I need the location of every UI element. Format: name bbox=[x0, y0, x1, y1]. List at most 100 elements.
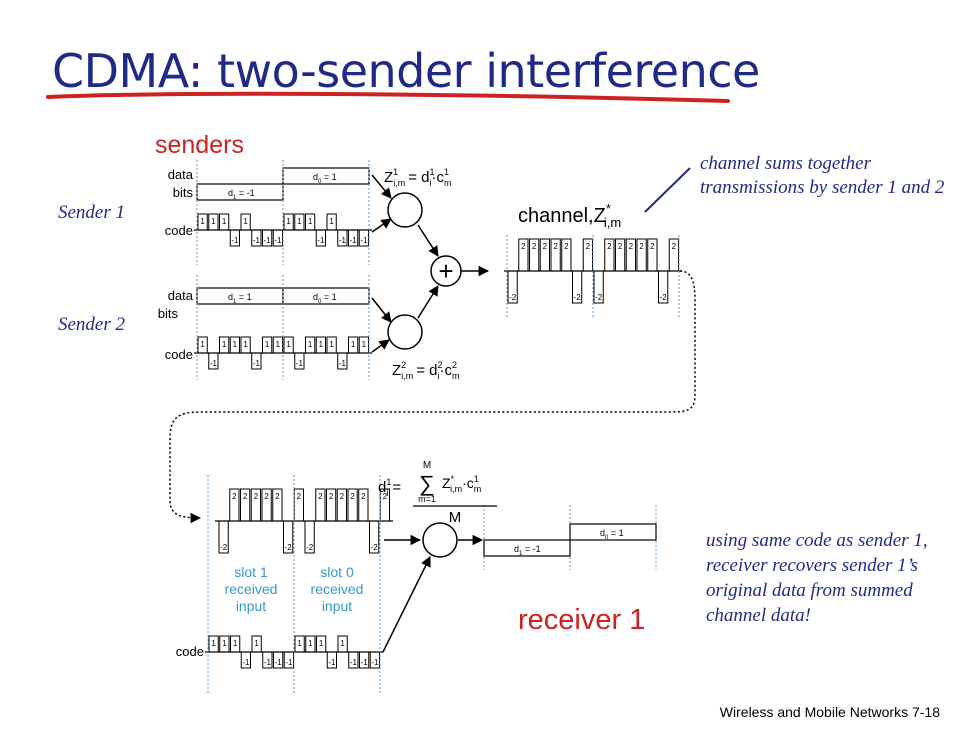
sender2-data-label: data bbox=[168, 288, 194, 303]
receiver-input-chip-label-0: -2 bbox=[220, 543, 228, 552]
receiver-code-chip-label-7: -1 bbox=[285, 658, 293, 667]
slide-title: CDMA: two-sender interference bbox=[52, 44, 760, 98]
sender2-code-chip-label-5: -1 bbox=[253, 359, 261, 368]
arrows bbox=[371, 174, 490, 653]
sender2-code-chip-label-13: -1 bbox=[339, 359, 347, 368]
receiver-code-chip-label-6: -1 bbox=[275, 658, 283, 667]
receiver-code-chip-label-12: 1 bbox=[340, 639, 345, 648]
channel-chip-label-12: 2 bbox=[639, 242, 644, 251]
sender1-code-chip-label-3: -1 bbox=[231, 236, 239, 245]
sender2-bits-label: bits bbox=[158, 306, 179, 321]
receiver-code-chip-label-14: -1 bbox=[361, 658, 369, 667]
channel-chip-label-6: -2 bbox=[574, 293, 582, 302]
receiver-bit-slot1 bbox=[483, 539, 571, 557]
receiver-bit-slot0 bbox=[569, 523, 657, 541]
receiver-note: using same code as sender 1, receiver re… bbox=[706, 530, 928, 626]
receiver-header: receiver 1 bbox=[518, 604, 645, 636]
receiver-input-chip-label-6: -2 bbox=[285, 543, 293, 552]
channel-chip-label-1: 2 bbox=[521, 242, 526, 251]
sender2-code-chip-label-1: -1 bbox=[210, 359, 218, 368]
sender2-code-chip-label-8: 1 bbox=[286, 340, 291, 349]
sender2-code-chip-label-2: 1 bbox=[222, 340, 227, 349]
slot1-label-2: received bbox=[225, 581, 278, 597]
channel-chip-label-11: 2 bbox=[629, 242, 634, 251]
sender2-code-label: code bbox=[165, 347, 193, 362]
receiver-code-chip-label-13: -1 bbox=[350, 658, 358, 667]
arrow-s1code-mult bbox=[371, 218, 392, 233]
sender1-code-chip-label-1: 1 bbox=[211, 217, 216, 226]
channel-note-pointer bbox=[644, 167, 691, 213]
sender2-code-chip-label-11: 1 bbox=[319, 340, 324, 349]
receiver-code-label: code bbox=[176, 644, 204, 659]
channel-to-receiver-path bbox=[169, 270, 696, 524]
sender1-code-chip-label-6: -1 bbox=[264, 236, 272, 245]
multiplier-circle-receiver bbox=[422, 522, 458, 558]
receiver-sum-top: M bbox=[423, 460, 431, 471]
senders-header: senders bbox=[155, 131, 244, 159]
sender2-code-chip-label-14: 1 bbox=[351, 340, 356, 349]
slot0-label-2: received bbox=[311, 581, 364, 597]
receiver-input-chip-label-10: 2 bbox=[329, 492, 334, 501]
sender1-bits-label: bits bbox=[173, 185, 194, 200]
sender2-code-chip-label-6: 1 bbox=[265, 340, 270, 349]
slot-separators bbox=[196, 160, 680, 695]
arrow-s2code-mult bbox=[371, 339, 390, 353]
channel-chip-label-13: 2 bbox=[650, 242, 655, 251]
receiver-output-bits: d1 = -1 d0 = 1 bbox=[483, 523, 657, 557]
channel-chip-label-4: 2 bbox=[553, 242, 558, 251]
slot1-label-3: input bbox=[236, 598, 266, 614]
receiver-input-chip-label-12: 2 bbox=[350, 492, 355, 501]
channel-note: channel sums together transmissions by s… bbox=[700, 153, 945, 198]
receiver-code-chip-label-8: 1 bbox=[297, 639, 302, 648]
sender1-code-chip-label-2: 1 bbox=[222, 217, 227, 226]
receiver-slot-labels: slot 1 received input slot 0 received in… bbox=[225, 564, 364, 614]
receiver-code-chip-label-2: 1 bbox=[233, 639, 238, 648]
receiver-input-chip-label-15: 2 bbox=[383, 492, 388, 501]
plus-symbol: + bbox=[438, 256, 453, 286]
receiver-input-chip-label-2: 2 bbox=[243, 492, 248, 501]
sender1-code-chip-label-4: 1 bbox=[243, 217, 248, 226]
receiver-input-chip-label-3: 2 bbox=[254, 492, 259, 501]
sender1-code-chip-label-0: 1 bbox=[200, 217, 205, 226]
sender1-code-chip-label-10: 1 bbox=[308, 217, 313, 226]
arrow-s1mult-add bbox=[417, 224, 439, 257]
sender2-code-chip-label-15: 1 bbox=[362, 340, 367, 349]
sender1-code-chip-label-8: 1 bbox=[286, 217, 291, 226]
sender2-code-chip-label-9: -1 bbox=[296, 359, 304, 368]
receiver-sum-symbol: ∑ bbox=[419, 471, 435, 496]
sender1-label: Sender 1 bbox=[58, 202, 126, 223]
receiver-input-chip-label-4: 2 bbox=[264, 492, 269, 501]
channel-chip-label-8: -2 bbox=[595, 293, 603, 302]
sender1-bits: d1 = -1 d0 = 1 bbox=[196, 167, 370, 201]
receiver-sum-bottom: m=1 bbox=[418, 494, 436, 504]
receiver-code-chip-label-5: -1 bbox=[264, 658, 272, 667]
multiplier-circle-sender2 bbox=[387, 314, 423, 350]
arrow-rxcode-mult bbox=[382, 556, 431, 653]
receiver-code-chip-label-9: 1 bbox=[308, 639, 313, 648]
sender1-code-chip-label-11: -1 bbox=[317, 236, 325, 245]
receiver-code-chip-label-10: 1 bbox=[319, 639, 324, 648]
channel-chip-label-0: -2 bbox=[509, 293, 517, 302]
sender1-code-chip-label-15: -1 bbox=[360, 236, 368, 245]
sender2-code-chip-label-10: 1 bbox=[308, 340, 313, 349]
sender1-data-label: data bbox=[168, 167, 194, 182]
sender2-code-chip-label-3: 1 bbox=[233, 340, 238, 349]
sender1-code-chip-label-14: -1 bbox=[350, 236, 358, 245]
channel-chip-label-15: 2 bbox=[672, 242, 677, 251]
receiver-input-chip-label-13: 2 bbox=[361, 492, 366, 501]
sender2-code-chip-label-7: 1 bbox=[276, 340, 281, 349]
arrow-s1data-mult bbox=[371, 174, 392, 199]
receiver-input-chip-label-11: 2 bbox=[340, 492, 345, 501]
sender1-code-chip-label-5: -1 bbox=[253, 236, 261, 245]
sender2-code-chip-label-0: 1 bbox=[200, 340, 205, 349]
sender1-code-chip-label-9: 1 bbox=[297, 217, 302, 226]
